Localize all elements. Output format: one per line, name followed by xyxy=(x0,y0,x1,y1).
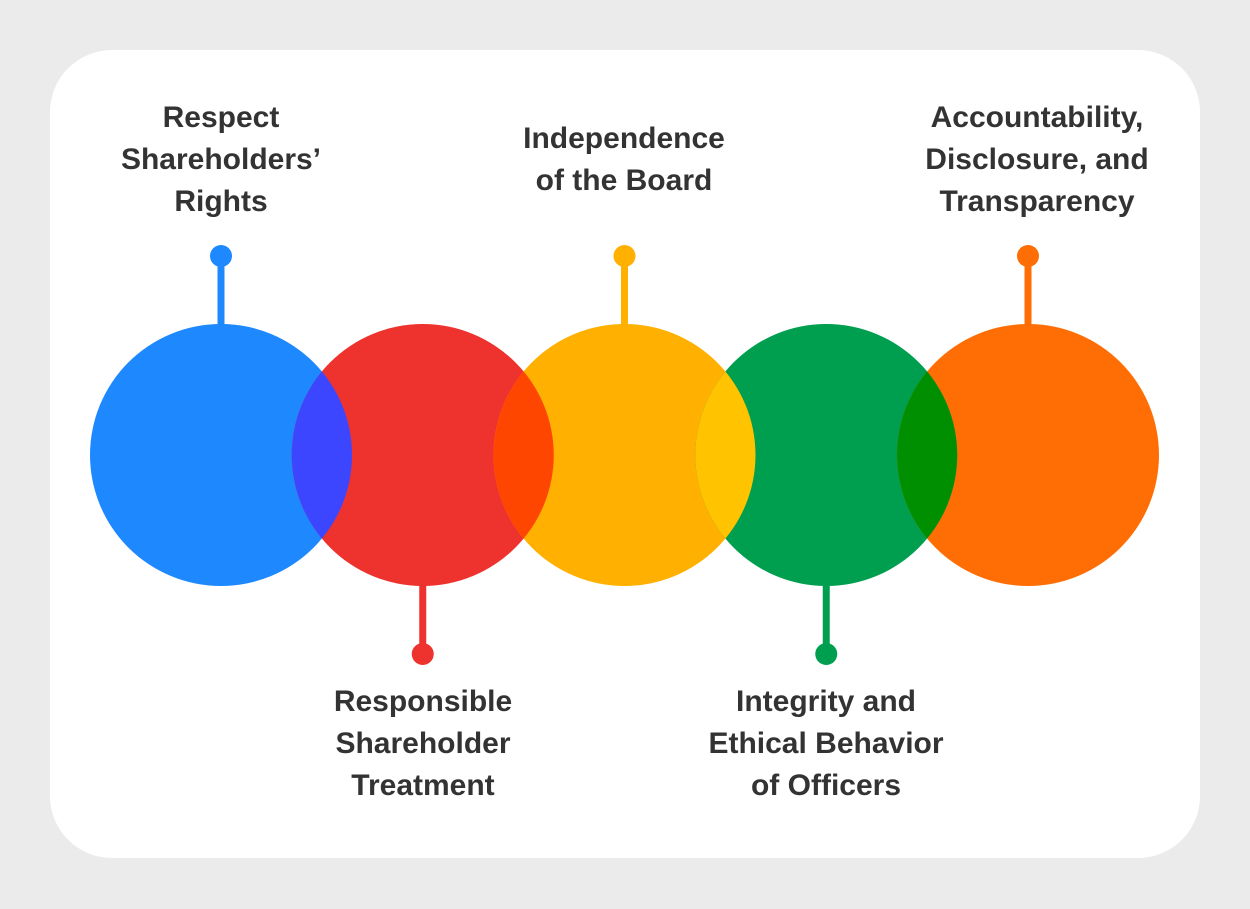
pin-dot xyxy=(210,245,232,267)
pin-dot xyxy=(411,643,434,665)
label-line: Disclosure, and xyxy=(925,143,1149,176)
label-line: Responsible xyxy=(333,685,513,718)
label-responsible-shareholder-treatment: Responsible Shareholder Treatment xyxy=(273,681,573,807)
label-line: of the Board xyxy=(535,164,713,197)
label-line: of Officers xyxy=(750,769,902,802)
label-respect-shareholders-rights: Respect Shareholders’ Rights xyxy=(71,97,371,223)
principle-circle xyxy=(493,324,756,586)
label-line: Transparency xyxy=(939,185,1135,218)
label-line: Independence xyxy=(523,122,725,155)
label-line: Integrity and xyxy=(735,685,916,718)
label-accountability-disclosure-transparency: Accountability, Disclosure, and Transpar… xyxy=(887,97,1187,223)
principle-circle xyxy=(291,324,554,586)
pin-dot xyxy=(1017,245,1039,267)
label-line: Rights xyxy=(174,185,268,218)
pin-dot xyxy=(815,643,838,665)
label-line: Accountability, xyxy=(930,101,1144,134)
label-line: Respect xyxy=(162,101,280,134)
label-integrity-ethical-behavior: Integrity and Ethical Behavior of Office… xyxy=(676,681,976,807)
principle-circle xyxy=(695,324,958,586)
principle-circle xyxy=(897,324,1159,586)
label-independence-of-board: Independence of the Board xyxy=(474,118,774,202)
label-line: Shareholder xyxy=(335,727,511,760)
label-line: Ethical Behavior xyxy=(708,727,944,760)
label-line: Treatment xyxy=(351,769,495,802)
pin-dot xyxy=(613,245,636,267)
principle-circle xyxy=(90,324,352,586)
label-line: Shareholders’ xyxy=(120,143,322,176)
